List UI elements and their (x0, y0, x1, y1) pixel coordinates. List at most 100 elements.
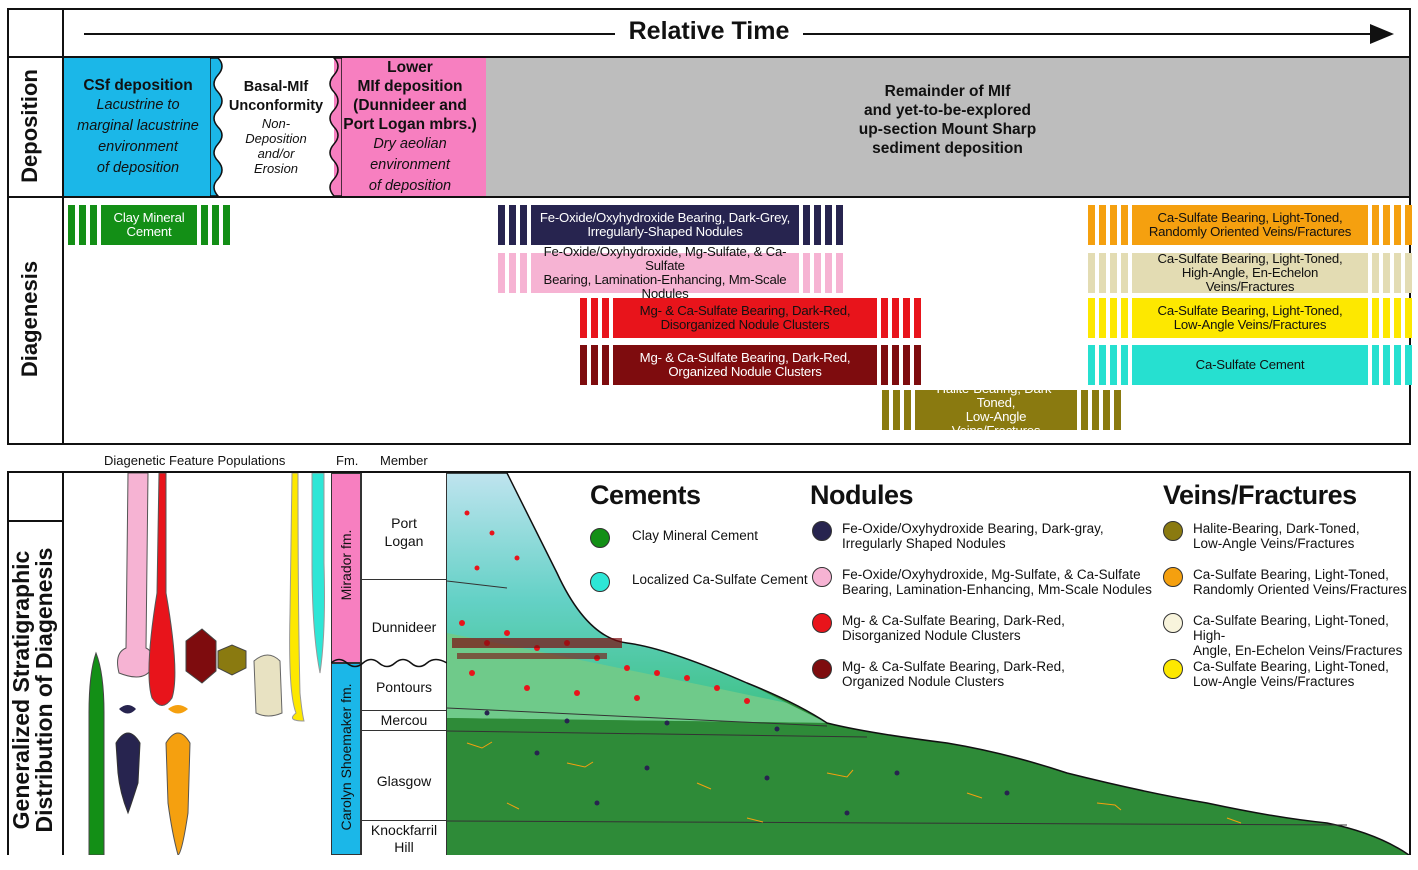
member-divider (361, 820, 447, 821)
bar-stripes (580, 345, 609, 385)
divider (7, 196, 1411, 198)
legend-label: Mg- & Ca-Sulfate Bearing, Dark-Red,Disor… (842, 613, 1065, 643)
legend-label-line: Disorganized Nodule Clusters (842, 628, 1021, 643)
legend-swatch-icon (590, 572, 610, 592)
diagenesis-bar: Ca-Sulfate Cement (1088, 345, 1412, 385)
bar-stripes (1372, 298, 1412, 338)
populations-header: Diagenetic Feature Populations (104, 453, 286, 468)
strat-label-line2: Distribution of Diagenesis (31, 547, 57, 833)
bottom-frame (7, 471, 1411, 855)
deposition-subtitle-line: marginal lacustrine (77, 117, 199, 134)
legend-item-nodules: Mg- & Ca-Sulfate Bearing, Dark-Red,Disor… (812, 613, 1065, 643)
bar-label-line: Mg- & Ca-Sulfate Bearing, Dark-Red, (639, 303, 851, 318)
legend-item-nodules: Mg- & Ca-Sulfate Bearing, Dark-Red,Organ… (812, 659, 1065, 689)
cross-section (447, 473, 1409, 855)
bar-label-line: Bearing, Lamination-Enhancing, Mm-Scale … (543, 272, 787, 301)
bar-label-line: Halite-Bearing, Dark-Toned, (936, 381, 1056, 410)
legend-swatch-icon (1163, 521, 1183, 541)
strat-label-box (9, 520, 62, 857)
legend-label-line: Mg- & Ca-Sulfate Bearing, Dark-Red, (842, 613, 1065, 628)
legend-label-line: Fe-Oxide/Oxyhydroxide Bearing, Dark-gray… (842, 521, 1104, 536)
deposition-subtitle-line: of deposition (368, 177, 452, 194)
bar-stripes (1088, 298, 1128, 338)
legend-swatch-icon (812, 659, 832, 679)
row-label-deposition: Deposition (17, 69, 42, 183)
bar-stripes (803, 253, 843, 293)
population-shapes (88, 473, 325, 855)
deposition-subtitle-line: Deposition (245, 131, 307, 146)
diagenesis-bar-label: Fe-Oxide/Oxyhydroxide, Mg-Sulfate, & Ca-… (531, 245, 799, 301)
bar-label-line: Clay Mineral (113, 210, 185, 225)
bar-stripes (201, 205, 230, 245)
legend-nodules-title: Nodules (810, 480, 914, 510)
bar-label-line: Low-Angle Veins/Fractures (951, 409, 1041, 438)
bar-label-line: Ca-Sulfate Bearing, Light-Toned, (1157, 251, 1343, 266)
diagenesis-bar-label: Mg- & Ca-Sulfate Bearing, Dark-Red,Disor… (613, 298, 877, 338)
deposition-title-line: Port Logan mbrs.) (343, 115, 477, 133)
member-mercou: Mercou (380, 712, 428, 728)
member-dunnideer: Dunnideer (371, 619, 437, 635)
bar-label-line: Ca-Sulfate Cement (1195, 357, 1305, 372)
legend-label-line: Organized Nodule Clusters (842, 674, 1005, 689)
bar-label-line: Fe-Oxide/Oxyhydroxide Bearing, Dark-Grey… (539, 210, 791, 225)
legend-swatch-icon (812, 613, 832, 633)
bar-label-line: Fe-Oxide/Oxyhydroxide, Mg-Sulfate, & Ca-… (543, 244, 787, 273)
legend-label: Localized Ca-Sulfate Cement (632, 572, 808, 587)
legend-label: Halite-Bearing, Dark-Toned,Low-Angle Vei… (1193, 521, 1360, 551)
member-unconformity (331, 658, 447, 668)
deposition-title-line: and yet-to-be-explored (863, 102, 1032, 119)
legend-label-line: Ca-Sulfate Bearing, Light-Toned, High- (1193, 613, 1389, 643)
legend-label-line: Bearing, Lamination-Enhancing, Mm-Scale … (842, 582, 1152, 597)
fm-header: Fm. (336, 453, 359, 468)
legend-swatch-icon (1163, 659, 1183, 679)
formation-label-mirador: Mirador fm. (338, 529, 354, 601)
legend-label: Ca-Sulfate Bearing, Light-Toned, High-An… (1193, 613, 1418, 658)
legend-label: Fe-Oxide/Oxyhydroxide, Mg-Sulfate, & Ca-… (842, 567, 1152, 597)
bar-stripes (498, 253, 527, 293)
bar-label-line: Organized Nodule Clusters (668, 364, 822, 379)
diagenesis-bar: Fe-Oxide/Oxyhydroxide Bearing, Dark-Grey… (498, 205, 843, 245)
legend-swatch-icon (812, 567, 832, 587)
relative-time-title: Relative Time (614, 17, 804, 45)
diagenesis-bar: Ca-Sulfate Bearing, Light-Toned,Randomly… (1088, 205, 1412, 245)
diagenesis-bar: Mg- & Ca-Sulfate Bearing, Dark-Red,Disor… (580, 298, 921, 338)
legend-swatch-icon (590, 528, 610, 548)
diagenesis-bar-label: Ca-Sulfate Cement (1132, 345, 1368, 385)
legend-swatch-icon (1163, 567, 1183, 587)
diagenesis-bar: Halite-Bearing, Dark-Toned,Low-Angle Vei… (882, 382, 1121, 438)
bar-label-line: Low-Angle Veins/Fractures (1173, 317, 1327, 332)
bar-stripes (881, 345, 921, 385)
formation-label-carolyn: Carolyn Shoemaker fm. (338, 683, 354, 831)
deposition-subtitle-line: and/or (257, 146, 295, 161)
bar-label-line: Ca-Sulfate Bearing, Light-Toned, (1157, 210, 1343, 225)
bar-stripes (1088, 205, 1128, 245)
bar-stripes (68, 205, 97, 245)
member-divider (361, 710, 447, 711)
divider (62, 8, 64, 445)
diagenesis-bar-label: Halite-Bearing, Dark-Toned,Low-Angle Vei… (915, 382, 1077, 438)
deposition-title-line: CSf deposition (83, 76, 193, 94)
bar-label-line: Irregularly-Shaped Nodules (587, 224, 743, 239)
member-glasgow: Glasgow (376, 773, 432, 789)
deposition-title-line: up-section Mount Sharp (858, 121, 1037, 138)
deposition-subtitle-line: environment (98, 138, 178, 155)
deposition-title-line: MIf deposition (357, 77, 463, 95)
legend-item-veins: Halite-Bearing, Dark-Toned,Low-Angle Vei… (1163, 521, 1360, 551)
row-label-diagenesis: Diagenesis (17, 260, 42, 378)
diagenesis-bar: Ca-Sulfate Bearing, Light-Toned,High-Ang… (1088, 251, 1412, 294)
bar-stripes (1081, 390, 1121, 430)
legend-label-line: Localized Ca-Sulfate Cement (632, 572, 808, 587)
member-header: Member (380, 453, 428, 468)
diagenesis-bar-label: Mg- & Ca-Sulfate Bearing, Dark-Red,Organ… (613, 345, 877, 385)
member-pontours: Pontours (375, 679, 433, 695)
bar-label-line: Ca-Sulfate Bearing, Light-Toned, (1157, 303, 1343, 318)
deposition-title-line: Basal-MIf (243, 79, 309, 95)
diagenesis-bar: Ca-Sulfate Bearing, Light-Toned,Low-Angl… (1088, 298, 1412, 338)
deposition-subtitle-line: Lacustrine to (96, 96, 180, 113)
bar-stripes (1088, 345, 1128, 385)
